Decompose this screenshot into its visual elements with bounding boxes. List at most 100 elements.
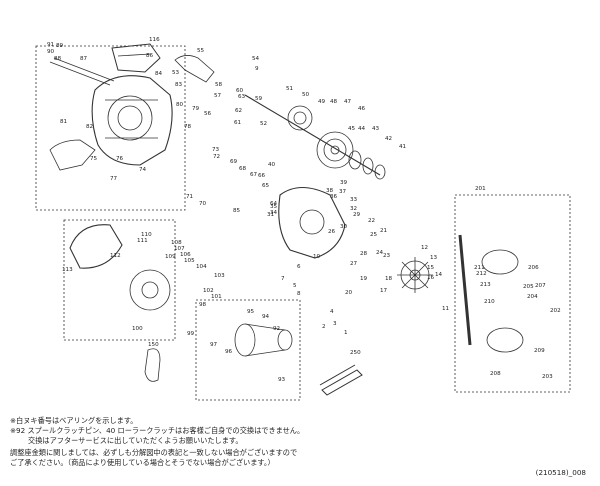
- main-gear: [316, 131, 354, 169]
- tool-part-250: [319, 364, 363, 396]
- part-number-label: 20: [345, 290, 353, 296]
- part-number-label: 28: [360, 251, 368, 257]
- part-number-label: 68: [239, 166, 247, 172]
- part-number-label: 79: [192, 106, 200, 112]
- part-number-label: 111: [137, 238, 148, 244]
- part-number-label: 48: [330, 99, 338, 105]
- part-number-label: 45: [348, 126, 356, 132]
- part-number-label: 113: [62, 267, 73, 273]
- note-line: ※92 スプールクラッチピン、40 ローラークラッチはお客様ご自身での交換はでき…: [10, 426, 305, 435]
- part-number-label: 69: [230, 159, 238, 165]
- note-line: ご了承ください。（商品により使用している場合とそうでない場合がございます。）: [10, 458, 275, 467]
- part-number-label: 72: [213, 154, 220, 160]
- part-number-label: 58: [215, 82, 223, 88]
- part-number-label: 29: [353, 212, 361, 218]
- part-number-label: 211: [474, 265, 485, 271]
- part-number-label: 106: [180, 252, 191, 258]
- part-number-label: 2: [322, 324, 326, 330]
- notes-block: ※白ヌキ番号はベアリングを示します。 ※92 スプールクラッチピン、40 ローラ…: [10, 416, 480, 468]
- note-line: 交換はアフターサービスに出していただくようお願いいたします。: [28, 436, 243, 445]
- part-number-label: 206: [528, 265, 539, 271]
- part-number-label: 19: [360, 276, 368, 282]
- knob-part-150: [144, 348, 161, 382]
- part-number-label: 43: [372, 126, 380, 132]
- part-number-label: 53: [172, 70, 180, 76]
- part-number-label: 54: [252, 56, 260, 62]
- center-side-cover: [278, 186, 346, 259]
- part-number-label: 13: [430, 255, 438, 261]
- note-line: ※白ヌキ番号はベアリングを示します。: [10, 416, 138, 425]
- part-number-label: 104: [196, 264, 207, 270]
- part-number-label: 60: [236, 88, 244, 94]
- part-number-label: 90: [47, 49, 55, 55]
- part-number-label: 49: [318, 99, 326, 105]
- part-number-label: 71: [186, 194, 194, 200]
- part-number-label: 30: [340, 224, 348, 230]
- handle-assembly-frame: [454, 194, 571, 393]
- part-number-label: 150: [148, 342, 159, 348]
- part-number-label: 96: [225, 349, 233, 355]
- part-number-label: 108: [171, 240, 182, 246]
- part-number-label: 65: [262, 183, 270, 189]
- part-number-label: 213: [480, 282, 491, 288]
- left-frame-group: [35, 45, 186, 211]
- part-number-label: 24: [376, 250, 384, 256]
- part-number-label: 22: [368, 218, 375, 224]
- star-drag: [397, 257, 433, 293]
- part-number-label: 78: [184, 124, 192, 130]
- part-number-label: 1: [344, 330, 348, 336]
- part-number-label: 100: [132, 326, 143, 332]
- part-number-label: 250: [350, 350, 361, 356]
- part-number-label: 39: [340, 180, 348, 186]
- part-number-label: 101: [211, 294, 222, 300]
- part-number-label: 209: [534, 348, 545, 354]
- part-number-label: 52: [260, 121, 267, 127]
- part-number-label: 204: [527, 294, 538, 300]
- part-number-label: 35: [270, 204, 278, 210]
- part-number-label: 109: [165, 254, 176, 260]
- part-number-label: 36: [330, 194, 338, 200]
- part-number-label: 10: [313, 254, 321, 260]
- part-number-label: 40: [268, 162, 276, 168]
- part-number-label: 42: [385, 136, 392, 142]
- part-number-label: 32: [350, 206, 357, 212]
- part-number-label: 97: [210, 342, 218, 348]
- part-number-label: 105: [184, 258, 195, 264]
- part-number-label: 47: [344, 99, 352, 105]
- lever-part: [174, 55, 215, 83]
- part-number-label: 25: [370, 232, 378, 238]
- part-number-label: 56: [204, 111, 212, 117]
- part-number-label: 81: [60, 119, 68, 125]
- part-number-label: 63: [238, 94, 246, 100]
- part-number-label: 18: [385, 276, 393, 282]
- part-number-label: 83: [175, 82, 183, 88]
- part-number-label: 11: [442, 306, 450, 312]
- part-number-label: 107: [174, 246, 185, 252]
- part-number-label: 26: [328, 229, 336, 235]
- gear-shaft: [244, 94, 381, 176]
- part-number-label: 98: [199, 302, 207, 308]
- part-number-label: 37: [339, 189, 347, 195]
- part-number-label: 46: [358, 106, 366, 112]
- part-number-label: 51: [286, 86, 294, 92]
- part-number-label: 14: [435, 272, 443, 278]
- part-number-label: 73: [212, 147, 220, 153]
- part-number-label: 9: [255, 66, 259, 72]
- part-number-label: 76: [116, 156, 124, 162]
- part-number-label: 23: [383, 253, 391, 259]
- spool-shaft: [49, 57, 115, 86]
- part-number-label: 110: [141, 232, 152, 238]
- part-number-label: 64: [270, 201, 278, 207]
- part-number-label: 88: [54, 56, 62, 62]
- part-number-label: 62: [235, 108, 242, 114]
- part-number-label: 80: [176, 102, 184, 108]
- part-number-label: 12: [421, 245, 428, 251]
- part-number-label: 50: [302, 92, 310, 98]
- part-number-label: 74: [139, 167, 147, 173]
- part-number-label: 70: [199, 201, 207, 207]
- clutch-bar-part: [111, 43, 161, 73]
- document-code: (210518)_008: [535, 468, 586, 477]
- part-number-label: 86: [146, 53, 154, 59]
- part-number-label: 99: [187, 331, 195, 337]
